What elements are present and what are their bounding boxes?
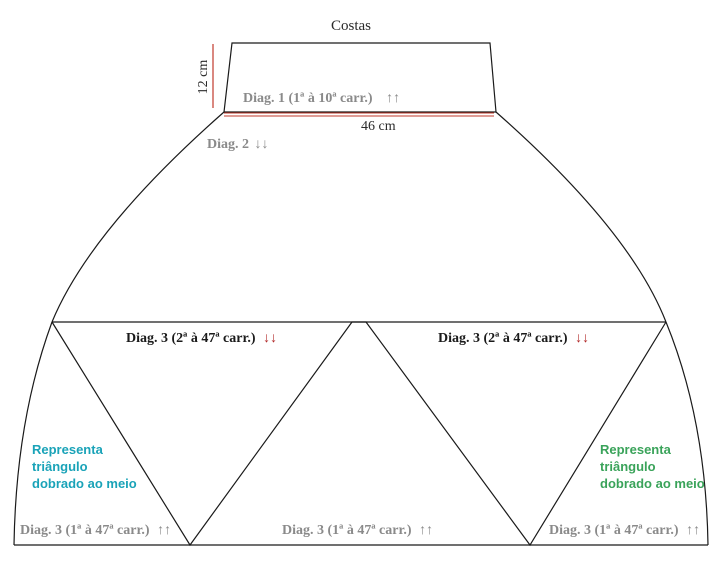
left-note: Representa triângulo dobrado ao meio (32, 441, 137, 492)
left-note-line-3: dobrado ao meio (32, 476, 137, 491)
bottom-left-label: Diag. 3 (1ª à 47ª carr.) ↑↑ (20, 524, 171, 538)
diag1-arrows-icon: ↑↑ (386, 91, 401, 106)
yoke-left-curve (51, 111, 225, 323)
bottom-right-arrows-icon: ↑↑ (686, 523, 701, 538)
right-note-line-1: Representa (600, 442, 671, 457)
right-note: Representa triângulo dobrado ao meio (600, 441, 705, 492)
bottom-left-arrows-icon: ↑↑ (157, 523, 172, 538)
skirt-right-curve (665, 321, 709, 546)
width-label: 46 cm (361, 119, 396, 134)
bottom-right-text: Diag. 3 (1ª à 47ª carr.) (549, 523, 679, 538)
diag1-label: Diag. 1 (1ª à 10ª carr.) ↑↑ (243, 92, 400, 106)
bottom-left-text: Diag. 3 (1ª à 47ª carr.) (20, 523, 150, 538)
diag2-label: Diag. 2 ↓↓ (207, 138, 269, 152)
diag3-left-text: Diag. 3 (2ª à 47ª carr.) (126, 331, 256, 346)
diag3-left-label: Diag. 3 (2ª à 47ª carr.) ↓↓ (126, 332, 277, 346)
diag3-left-arrows-icon: ↓↓ (263, 331, 278, 346)
bottom-center-text: Diag. 3 (1ª à 47ª carr.) (282, 523, 412, 538)
left-note-line-1: Representa (32, 442, 103, 457)
diag3-right-arrows-icon: ↓↓ (575, 331, 590, 346)
diag2-text: Diag. 2 (207, 137, 249, 152)
triangle-zigzag (51, 321, 667, 547)
diagram-title: Costas (331, 18, 372, 34)
bottom-center-arrows-icon: ↑↑ (419, 523, 434, 538)
diag1-text: Diag. 1 (1ª à 10ª carr.) (243, 91, 373, 106)
height-label: 12 cm (196, 59, 211, 95)
yoke-right-curve (495, 111, 667, 323)
skirt-left-curve (13, 321, 53, 546)
right-note-line-2: triângulo (600, 459, 656, 474)
diag2-arrows-icon: ↓↓ (254, 137, 269, 152)
diag3-right-label: Diag. 3 (2ª à 47ª carr.) ↓↓ (438, 332, 589, 346)
bottom-right-label: Diag. 3 (1ª à 47ª carr.) ↑↑ (549, 524, 700, 538)
right-note-line-3: dobrado ao meio (600, 476, 705, 491)
diag3-right-text: Diag. 3 (2ª à 47ª carr.) (438, 331, 568, 346)
bottom-center-label: Diag. 3 (1ª à 47ª carr.) ↑↑ (282, 524, 433, 538)
left-note-line-2: triângulo (32, 459, 88, 474)
